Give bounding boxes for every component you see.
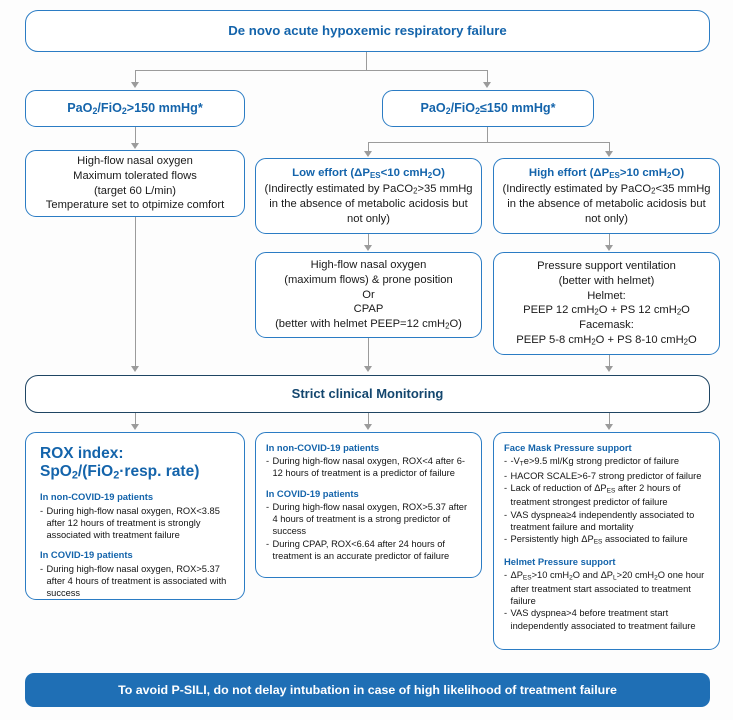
node-high-effort-treatment-facemask: PEEP 5-8 cmH2O + PS 8-10 cmH2O [516, 333, 697, 347]
rox-section-heading-non-covid: In non-COVID-19 patients [40, 491, 154, 503]
node-hfno-line-3: (target 60 L/min) [93, 184, 177, 197]
arrow-hightreatment-to-monitoring [605, 366, 613, 372]
list-item: During high-flow nasal oxygen, ROX<4 aft… [266, 455, 472, 479]
node-hfno-line-1: High-flow nasal oxygen [77, 155, 193, 168]
right-section-heading-helmet: Helmet Pressure support [504, 555, 616, 567]
node-rox-index: ROX index: SpO2/(FiO2·resp. rate) In non… [25, 432, 245, 600]
connector-loweffort-drop [368, 142, 370, 152]
right-list-face-mask: -VTe>9.5 ml/Kg strong predictor of failu… [504, 455, 710, 547]
arrow-to-branch-left [131, 82, 139, 88]
node-low-effort-body: (Indirectly estimated by PaCO2>35 mmHg i… [264, 183, 473, 225]
connector-loweffort-to-treatment [368, 234, 370, 246]
node-hfno-line-4: Temperature set to otpimize comfort [45, 199, 225, 212]
connector-monitoring-drop-mid [368, 413, 370, 425]
list-item: HACOR SCALE>6-7 strong predictor of fail… [504, 470, 710, 482]
node-root-label: De novo acute hypoxemic respiratory fail… [228, 22, 507, 38]
arrow-to-branch-right [483, 82, 491, 88]
node-low-effort-treatment-line-5: (better with helmet PEEP=12 cmH2O) [275, 317, 462, 331]
node-high-effort-treatment-helmet: PEEP 12 cmH2O + PS 12 cmH2O [523, 304, 690, 317]
connector-hfno-to-monitoring [135, 217, 137, 367]
middle-list-covid: During high-flow nasal oxygen, ROX>5.37 … [266, 501, 472, 562]
node-high-effort-treatment: Pressure support ventilation (better wit… [493, 252, 720, 355]
arrow-higheffort-to-treatment [605, 245, 613, 251]
node-high-effort-header: High effort (ΔPES>10 cmH2O) [528, 166, 685, 180]
node-low-effort-treatment-line-4: CPAP [353, 303, 384, 316]
node-low-effort: Low effort (ΔPES<10 cmH2O) (Indirectly e… [255, 158, 482, 234]
node-low-effort-treatment-line-2: (maximum flows) & prone position [284, 273, 453, 286]
connector-effort-bus [368, 142, 609, 144]
node-strict-monitoring-label: Strict clinical Monitoring [291, 385, 444, 401]
list-item: VAS dyspnea≥4 independently associated t… [504, 509, 710, 533]
middle-section-heading-covid: In COVID-19 patients [266, 487, 359, 499]
rox-list-non-covid: During high-flow nasal oxygen, ROX<3.85 … [40, 505, 232, 542]
node-right-monitoring: Face Mask Pressure support -VTe>9.5 ml/K… [493, 432, 720, 650]
connector-hightreatment-to-monitoring [609, 355, 611, 367]
connector-higheffort-to-treatment [609, 234, 611, 246]
list-item: During high-flow nasal oxygen, ROX>5.37 … [266, 501, 472, 537]
node-low-effort-header: Low effort (ΔPES<10 cmH2O) [292, 166, 445, 180]
arrow-to-hfno [131, 143, 139, 149]
node-high-effort-treatment-line-3: Helmet: [587, 289, 626, 302]
node-high-effort: High effort (ΔPES>10 cmH2O) (Indirectly … [493, 158, 720, 234]
node-branch-right-label: PaO2/FiO2≤150 mmHg* [420, 100, 556, 116]
right-list-helmet: ΔPES>10 cmH2O and ΔPL>20 cmH2O one hour … [504, 569, 710, 632]
node-branch-left: PaO2/FiO2>150 mmHg* [25, 90, 245, 127]
connector-higheffort-drop [609, 142, 611, 152]
connector-root-stem [366, 52, 368, 70]
arrow-to-low-effort [364, 151, 372, 157]
node-high-effort-body: (Indirectly estimated by PaCO2<35 mmHg i… [502, 183, 711, 225]
list-item: Lack of reduction of ΔPES after 2 hours … [504, 482, 710, 508]
connector-branchleft-to-hfno [135, 127, 137, 144]
list-item: Persistently high ΔPES associated to fai… [504, 533, 710, 547]
node-low-effort-treatment-line-1: High-flow nasal oxygen [310, 259, 427, 272]
list-item: VAS dyspnea>4 before treatment start ind… [504, 607, 710, 631]
list-item: During high-flow nasal oxygen, ROX>5.37 … [40, 563, 232, 599]
node-high-effort-treatment-line-2: (better with helmet) [558, 275, 655, 288]
connector-lowtreatment-to-monitoring [368, 338, 370, 367]
arrow-loweffort-to-treatment [364, 245, 372, 251]
node-hfno-line-2: Maximum tolerated flows [73, 169, 197, 182]
node-strict-monitoring: Strict clinical Monitoring [25, 375, 710, 413]
list-item: During CPAP, ROX<6.64 after 24 hours of … [266, 538, 472, 562]
right-section-heading-face-mask: Face Mask Pressure support [504, 442, 632, 453]
connector-root-bus [135, 70, 487, 72]
list-item: ΔPES>10 cmH2O and ΔPL>20 cmH2O one hour … [504, 569, 710, 607]
arrow-to-high-effort [605, 151, 613, 157]
connector-monitoring-drop-right [609, 413, 611, 425]
middle-section-heading-non-covid: In non-COVID-19 patients [266, 442, 380, 453]
arrow-hfno-to-monitoring [131, 366, 139, 372]
node-rox-index-title: ROX index: SpO2/(FiO2·resp. rate) [40, 445, 200, 482]
node-low-effort-treatment: High-flow nasal oxygen (maximum flows) &… [255, 252, 482, 338]
connector-left-drop [135, 70, 137, 83]
connector-right-drop [487, 70, 489, 83]
list-item: During high-flow nasal oxygen, ROX<3.85 … [40, 505, 232, 541]
middle-list-non-covid: During high-flow nasal oxygen, ROX<4 aft… [266, 455, 472, 480]
node-high-effort-treatment-line-1: Pressure support ventilation [537, 260, 676, 273]
footer-banner: To avoid P-SILI, do not delay intubation… [25, 673, 710, 707]
rox-list-covid: During high-flow nasal oxygen, ROX>5.37 … [40, 563, 232, 600]
arrow-lowtreatment-to-monitoring [364, 366, 372, 372]
arrow-monitoring-to-rox [131, 424, 139, 430]
node-low-effort-treatment-line-3: Or [362, 288, 375, 301]
arrow-monitoring-to-middle [364, 424, 372, 430]
connector-branchright-stem [487, 127, 489, 142]
node-branch-right: PaO2/FiO2≤150 mmHg* [382, 90, 594, 127]
node-hfno: High-flow nasal oxygen Maximum tolerated… [25, 150, 245, 217]
rox-section-heading-covid: In COVID-19 patients [40, 549, 133, 561]
connector-monitoring-drop-left [135, 413, 137, 425]
arrow-monitoring-to-right [605, 424, 613, 430]
list-item: -VTe>9.5 ml/Kg strong predictor of failu… [504, 455, 710, 469]
node-root: De novo acute hypoxemic respiratory fail… [25, 10, 710, 52]
node-middle-monitoring: In non-COVID-19 patients During high-flo… [255, 432, 482, 578]
footer-banner-label: To avoid P-SILI, do not delay intubation… [118, 683, 617, 697]
node-high-effort-treatment-facemask-label: Facemask: [579, 319, 634, 332]
node-branch-left-label: PaO2/FiO2>150 mmHg* [67, 100, 203, 116]
